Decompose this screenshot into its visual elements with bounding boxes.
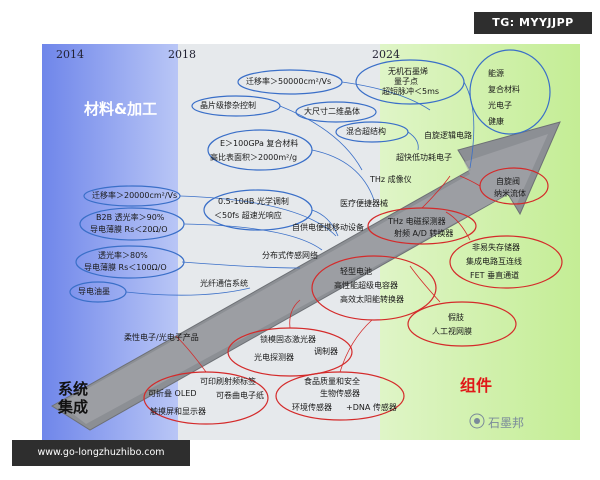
label-printable-rfid: 可印刷射频标签 — [200, 377, 256, 386]
ellipse-energy — [469, 49, 551, 135]
ellipse-large2d — [295, 101, 377, 123]
label-new-graphene-1: 无机石墨烯 — [388, 67, 428, 76]
label-transmit-80: 透光率＞80% — [98, 251, 148, 260]
label-b2b: B2B 透光率＞90% — [96, 213, 165, 222]
materials-title: 材料&加工 — [84, 100, 158, 118]
label-mobility-50000: 迁移率＞50000cm²/Vs — [246, 77, 332, 86]
label-bio-sensor: 生物传感器 — [320, 389, 360, 398]
label-prosthetics: 假肢 — [448, 313, 464, 322]
systems-title-line1: 系统 — [58, 380, 89, 398]
label-battery: 轻型电池 — [340, 267, 372, 276]
label-self-powered: 自供电便携移动设备 — [292, 223, 364, 232]
label-hetero: 混合超结构 — [346, 127, 386, 136]
label-rs-20: 导电薄膜 Rs＜20Ω/O — [90, 225, 168, 234]
label-energy: 能源 — [488, 69, 504, 78]
label-health: 健康 — [488, 117, 504, 126]
label-photodetector: 光电探测器 — [254, 353, 294, 362]
systems-title-line2: 集成 — [58, 398, 89, 416]
watermark-bottom: www.go-longzhuzhibo.com — [12, 440, 190, 466]
label-impurity: 晶片级掺杂控制 — [200, 101, 256, 110]
label-flex-electronics: 柔性电子/光电子产品 — [124, 333, 199, 342]
label-artificial-retina: 人工视网膜 — [432, 327, 472, 336]
label-rs-100: 导电薄膜 Rs＜100Ω/O — [84, 263, 167, 272]
label-thz-detector: THz 电磁探测器 — [388, 217, 446, 226]
label-composite-mat: 复合材料 — [488, 85, 520, 94]
label-mode-lock: 锁模固态激光器 — [260, 335, 316, 344]
label-spintronics: 自旋逻辑电路 — [424, 131, 472, 140]
year-2014: 2014 — [56, 48, 84, 61]
ellipse-nems — [449, 235, 563, 289]
label-sub50fs: ＜50fs 超速光响应 — [214, 211, 282, 220]
label-supercap: 高性能超级电容器 — [334, 281, 398, 290]
label-mobility-20000: 迁移率＞20000cm²/Vs — [92, 191, 178, 200]
label-large-2d: 大尺寸二维晶体 — [304, 107, 360, 116]
label-rf-converter: 射频 A/D 转换器 — [394, 229, 454, 238]
label-spin-valve: 自旋阀 — [496, 177, 520, 186]
label-thz: THz 成像仪 — [370, 175, 412, 184]
label-touch: 触摸屏和显示器 — [150, 407, 206, 416]
ellipse-prosthetics — [407, 301, 517, 347]
blue-connectors — [125, 81, 475, 296]
label-fiber-comm: 光纤通信系统 — [200, 279, 248, 288]
label-ultra-short: 超短脉冲＜5ms — [382, 87, 440, 96]
label-surface-area: 高比表面积＞2000m²/g — [210, 153, 298, 162]
label-modulator: 调制器 — [314, 347, 338, 356]
components-title: 组件 — [460, 376, 493, 395]
label-distributed-sensor: 分布式传感网络 — [262, 251, 318, 260]
label-env-sensor: 环境传感器 — [292, 403, 332, 412]
label-nano-fluid: 纳米流体 — [494, 189, 526, 198]
year-2024: 2024 — [372, 48, 400, 61]
logo-icon — [469, 413, 485, 429]
label-medical: 医疗便捷器械 — [340, 199, 388, 208]
red-connectors — [175, 175, 481, 373]
label-fet: FET 垂直通道 — [470, 271, 520, 280]
label-high-freq: 超快低功耗电子 — [396, 153, 452, 162]
label-food-safety: 食品质量和安全 — [304, 377, 360, 386]
label-ink: 导电油墨 — [78, 287, 110, 296]
label-photonics: 光电子 — [488, 101, 512, 110]
label-new-graphene-2: 量子点 — [394, 77, 418, 86]
label-foldable-oled: 可折叠 OLED — [148, 389, 197, 398]
label-dna-sensor: +DNA 传感器 — [346, 403, 397, 412]
ellipse-composite — [207, 129, 313, 171]
label-composite: E＞100GPa 复合材料 — [220, 139, 299, 148]
label-wearable: 可卷曲电子纸 — [216, 391, 264, 400]
ellipse-battery — [311, 255, 437, 321]
label-optical-mod: 0.5-10dB 光学调制 — [218, 197, 289, 206]
watermark-top: TG: MYYJJPP — [474, 12, 592, 34]
logo-text: 石墨邦 — [488, 416, 525, 430]
label-nems: 非易失存储器 — [472, 243, 520, 252]
label-integrated-sensor: 集成电路互连线 — [466, 257, 522, 266]
year-2018: 2018 — [168, 48, 196, 61]
label-solar: 高效太阳能转换器 — [340, 295, 404, 304]
